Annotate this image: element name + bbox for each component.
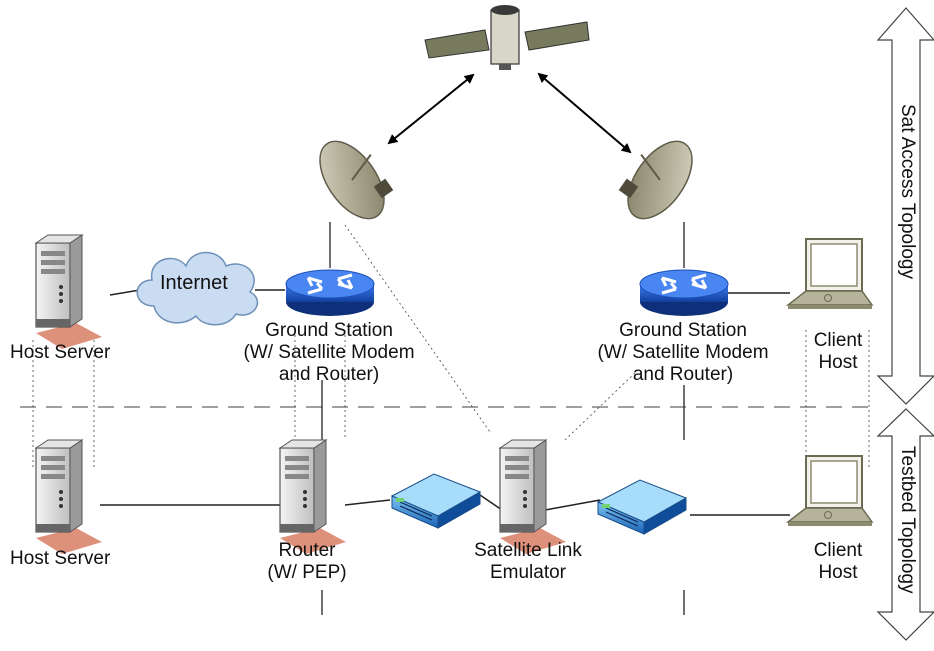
ground-station-right-line2: (W/ Satellite Modem xyxy=(597,342,769,363)
ground-station-left-label: Ground Station (W/ Satellite Modem and R… xyxy=(234,320,424,386)
client-laptop-top-icon xyxy=(787,238,873,310)
router-pep-line1: Router xyxy=(278,540,336,561)
satellite-link-emulator-label: Satellite Link Emulator xyxy=(458,540,598,584)
client-laptop-bottom-icon xyxy=(787,455,873,527)
router-left-icon xyxy=(284,268,376,318)
client-host-top-label: Client Host xyxy=(808,330,868,374)
emulator-server-icon xyxy=(499,439,567,555)
testbed-double-arrow xyxy=(876,408,934,641)
switch-right-icon xyxy=(597,479,687,535)
host-server-bottom-label: Host Server xyxy=(10,548,111,569)
router-right-icon xyxy=(638,268,730,318)
emulator-line1: Satellite Link xyxy=(474,540,582,561)
host-server-top-label: Host Server xyxy=(10,342,111,363)
sat-access-double-arrow xyxy=(876,7,934,405)
link-arrow-right xyxy=(537,72,632,154)
ground-station-right-line3: and Router) xyxy=(632,364,734,385)
router-pep-line2: (W/ PEP) xyxy=(267,562,347,583)
client-host-top-line1: Client xyxy=(813,330,863,351)
client-host-bottom-line2: Host xyxy=(818,562,858,583)
ground-station-right-label: Ground Station (W/ Satellite Modem and R… xyxy=(588,320,778,386)
testbed-topology-label: Testbed Topology xyxy=(897,446,918,594)
client-host-bottom-line1: Client xyxy=(813,540,863,561)
switch-left-icon xyxy=(391,473,481,529)
router-pep-label: Router (W/ PEP) xyxy=(262,540,352,584)
satellite-dish-right-icon xyxy=(609,125,706,231)
sat-access-topology-label: Sat Access Topology xyxy=(897,104,918,279)
ground-station-left-line1: Ground Station xyxy=(265,320,393,341)
satellite-dish-left-icon xyxy=(306,125,403,231)
client-host-top-line2: Host xyxy=(818,352,858,373)
link-arrow-left xyxy=(387,73,475,145)
bottom-row-links xyxy=(100,494,790,516)
internet-label: Internet xyxy=(160,272,228,294)
ground-station-right-line1: Ground Station xyxy=(619,320,747,341)
client-host-bottom-label: Client Host xyxy=(808,540,868,584)
ground-station-left-line3: and Router) xyxy=(278,364,380,385)
top-row-links xyxy=(109,289,790,296)
host-server-bottom-icon xyxy=(35,439,103,555)
router-pep-server-icon xyxy=(279,439,347,555)
ground-station-left-line2: (W/ Satellite Modem xyxy=(243,342,415,363)
satellite-icon xyxy=(424,5,590,70)
host-server-top-icon xyxy=(35,234,103,350)
emulator-line2: Emulator xyxy=(489,562,567,583)
